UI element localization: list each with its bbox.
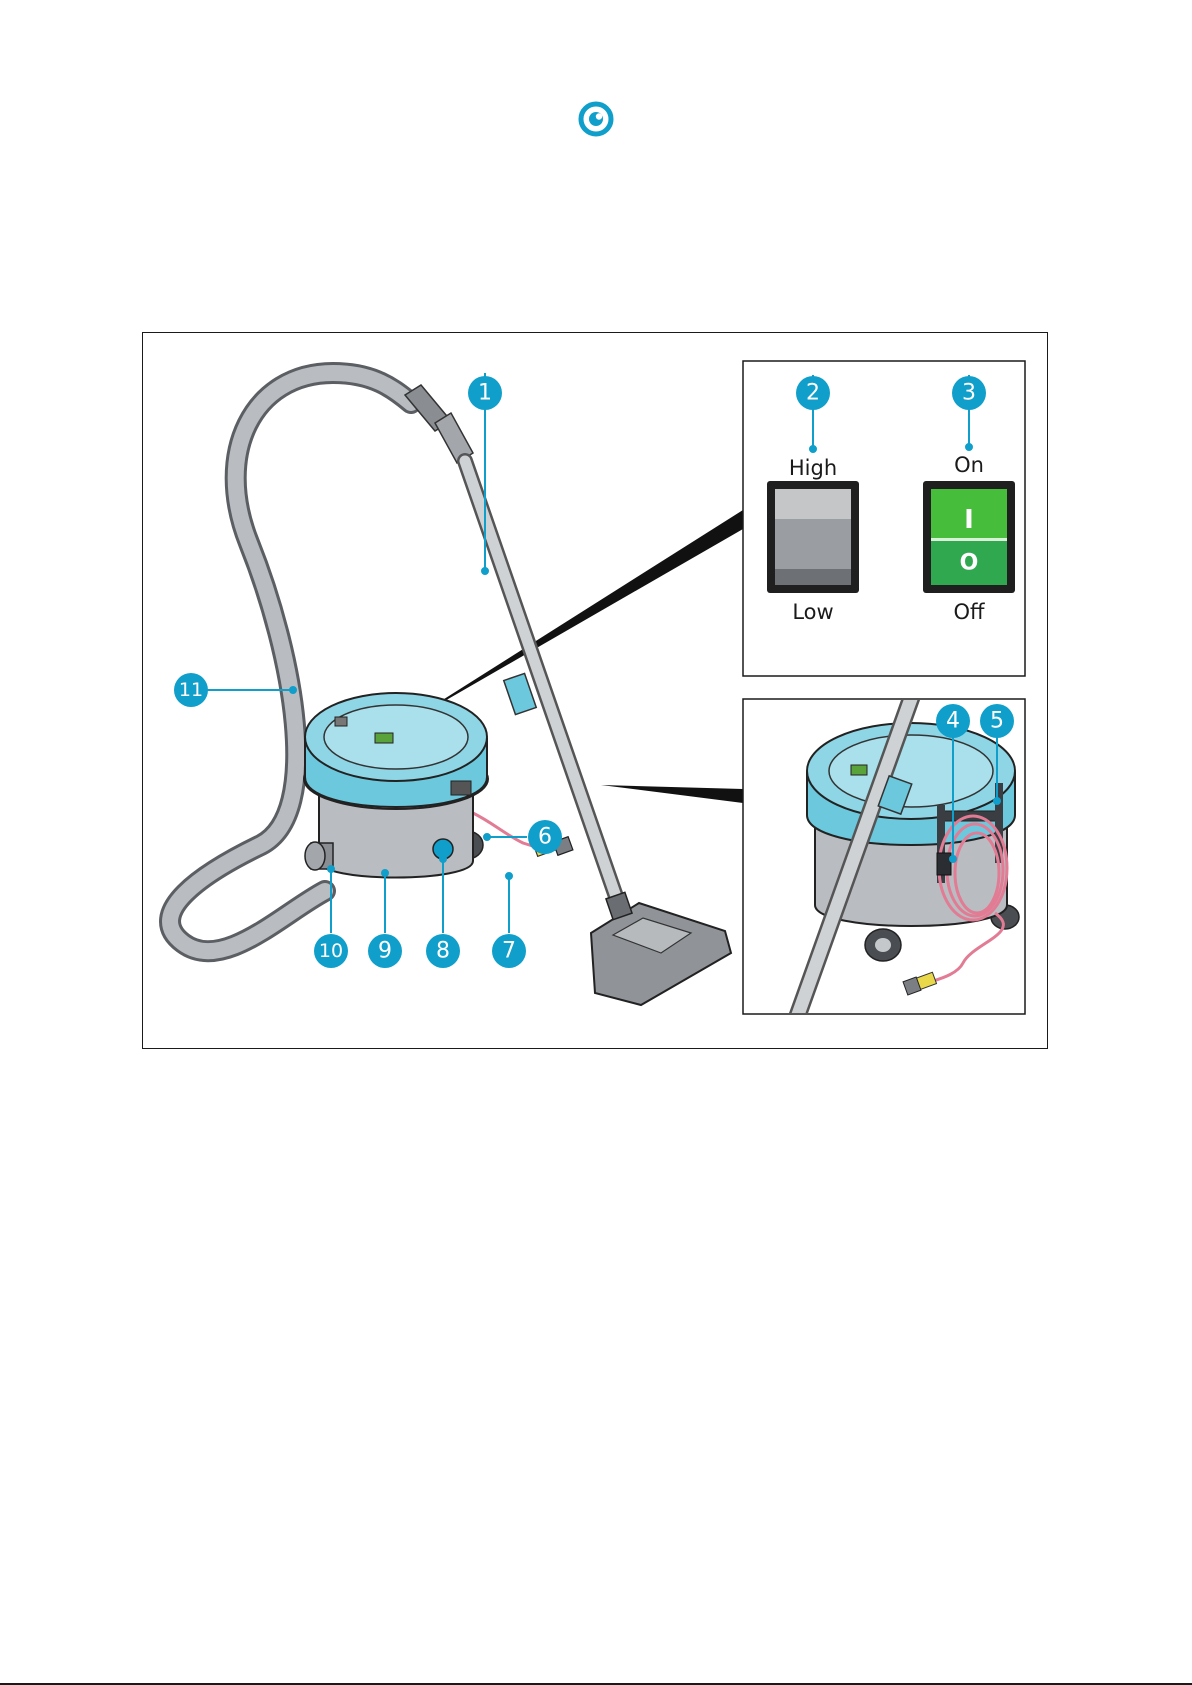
callout-number: 3	[962, 381, 976, 406]
on-label: On	[954, 453, 984, 477]
cord-release-latch	[937, 853, 951, 875]
off-label: Off	[954, 600, 986, 624]
callout-4: 4	[936, 704, 970, 738]
callout-10: 10	[314, 934, 348, 968]
callout-1: 1	[468, 376, 502, 410]
callout-number: 1	[478, 381, 492, 406]
switch-glyph-on: I	[964, 505, 974, 535]
callout-6: 6	[528, 820, 562, 854]
callout-9: 9	[368, 934, 402, 968]
callout-3: 3	[952, 376, 986, 410]
callout-2: 2	[796, 376, 830, 410]
high-label: High	[789, 456, 837, 480]
detail-pointer-switches	[403, 510, 743, 725]
brand-logo-icon	[578, 101, 614, 137]
callout-number: 6	[538, 825, 552, 850]
callout-number: 8	[436, 939, 450, 964]
callout-number: 5	[990, 709, 1004, 734]
callout-number: 11	[179, 679, 203, 701]
tube-collar	[504, 673, 537, 714]
callout-7: 7	[492, 934, 526, 968]
cord-hook-side	[451, 781, 471, 795]
switch-glyph-off: O	[960, 551, 979, 576]
callout-number: 7	[502, 939, 516, 964]
callout-5: 5	[980, 704, 1014, 738]
callout-number: 2	[806, 381, 820, 406]
low-label: Low	[792, 600, 833, 624]
callout-number: 9	[378, 939, 392, 964]
callout-11: 11	[174, 673, 208, 707]
callout-number: 10	[319, 940, 343, 962]
callout-number: 4	[946, 709, 960, 734]
vacuum-parts-figure: High Low I O On Off	[142, 332, 1048, 1049]
callout-8: 8	[426, 934, 460, 968]
detail-pointer-cord-hook	[601, 785, 743, 803]
